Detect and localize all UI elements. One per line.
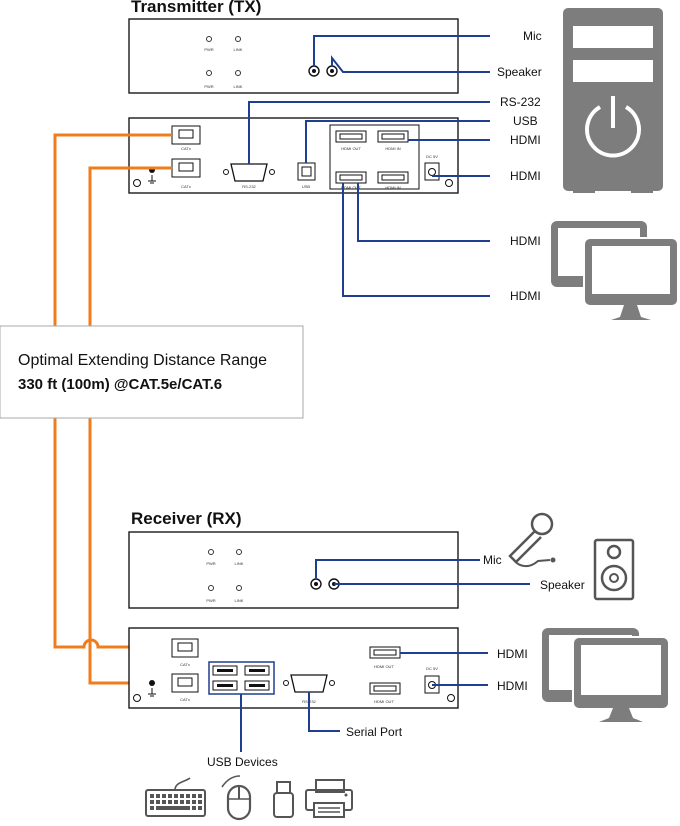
svg-text:DC 5V: DC 5V bbox=[426, 154, 438, 159]
rx-front-panel: PWR LINK PWR LINK bbox=[128, 531, 459, 609]
receiver-title: Receiver (RX) bbox=[131, 509, 242, 528]
speaker-icon bbox=[593, 538, 635, 601]
svg-text:CATx: CATx bbox=[180, 662, 190, 667]
tx-mic-label: Mic bbox=[523, 29, 542, 43]
tx-hdmi-label-1: HDMI bbox=[510, 133, 541, 147]
svg-text:HDMI OUT: HDMI OUT bbox=[341, 185, 361, 190]
rx-usb-ports bbox=[208, 661, 275, 695]
dual-monitor-icon bbox=[551, 221, 679, 320]
rx-catx-port-1: CATx bbox=[171, 638, 199, 667]
rx-led-label: LINK bbox=[235, 561, 244, 566]
rx-speaker-label: Speaker bbox=[540, 578, 585, 592]
svg-text:HDMI OUT: HDMI OUT bbox=[374, 664, 394, 669]
pc-tower-icon bbox=[563, 8, 663, 193]
tx-hdmi-out-port-1: HDMI OUT bbox=[335, 130, 367, 151]
rx-dc-port: DC 5V bbox=[424, 666, 440, 694]
rx-hdmi-out-port-2: HDMI OUT bbox=[369, 682, 401, 704]
tx-rs232-label: RS-232 bbox=[500, 95, 541, 109]
rx-mic-label: Mic bbox=[483, 553, 502, 567]
tx-hdmi-in-port-1: HDMI IN bbox=[377, 130, 409, 151]
tx-signal-lines bbox=[248, 35, 490, 297]
keyboard-icon bbox=[145, 777, 206, 817]
microphone-icon bbox=[508, 512, 556, 568]
svg-text:RS-232: RS-232 bbox=[242, 184, 256, 189]
rx-led-label: LINK bbox=[235, 598, 244, 603]
transmitter-title: Transmitter (TX) bbox=[131, 0, 261, 16]
ground-icon bbox=[148, 680, 156, 697]
tx-rs232-port: RS-232 bbox=[223, 163, 275, 189]
rx-rear-panel: CATx CATx RS-232 bbox=[128, 627, 459, 709]
printer-icon bbox=[305, 779, 353, 818]
tx-speaker-label: Speaker bbox=[497, 65, 542, 79]
rx-hdmi-label-1: HDMI bbox=[497, 647, 528, 661]
rx-led-label: PWR bbox=[206, 598, 215, 603]
rx-usb-devices-label: USB Devices bbox=[207, 755, 278, 769]
rx-catx-port-2: CATx bbox=[171, 673, 199, 702]
distance-callout: Optimal Extending Distance Range 330 ft … bbox=[0, 325, 304, 419]
tx-led-label: LINK bbox=[234, 84, 243, 89]
usb-drive-icon bbox=[273, 781, 294, 818]
svg-text:HDMI OUT: HDMI OUT bbox=[374, 699, 394, 704]
svg-text:HDMI OUT: HDMI OUT bbox=[341, 146, 361, 151]
dual-monitor-icon bbox=[542, 628, 670, 722]
tx-led-label: LINK bbox=[234, 47, 243, 52]
rx-serial-label: Serial Port bbox=[346, 725, 403, 739]
svg-text:CATx: CATx bbox=[180, 697, 190, 702]
svg-text:CATx: CATx bbox=[181, 146, 191, 151]
tx-hdmi-in-port-2: HDMI IN bbox=[377, 171, 409, 190]
distance-value: 330 ft (100m) @CAT.5e/CAT.6 bbox=[18, 376, 222, 393]
distance-label: Optimal Extending Distance Range bbox=[18, 352, 267, 369]
tx-hdmi-label-3: HDMI bbox=[510, 234, 541, 248]
svg-text:CATx: CATx bbox=[181, 184, 191, 189]
tx-hdmi-out-port-2: HDMI OUT bbox=[335, 171, 367, 190]
svg-text:HDMI IN: HDMI IN bbox=[385, 146, 400, 151]
tx-led-label: PWR bbox=[204, 47, 213, 52]
tx-led-label: PWR bbox=[204, 84, 213, 89]
tx-usb-label: USB bbox=[513, 114, 538, 128]
rx-led-label: PWR bbox=[206, 561, 215, 566]
rx-signal-lines bbox=[240, 559, 530, 752]
svg-text:USB: USB bbox=[302, 184, 311, 189]
svg-text:HDMI IN: HDMI IN bbox=[385, 185, 400, 190]
tx-rear-panel: CATx CATx RS-232 USB HDMI OUT bbox=[128, 117, 459, 194]
rx-hdmi-label-2: HDMI bbox=[497, 679, 528, 693]
tx-front-panel: PWR LINK PWR LINK bbox=[128, 18, 459, 94]
svg-text:DC 5V: DC 5V bbox=[426, 666, 438, 671]
tx-usb-port: USB bbox=[297, 162, 316, 189]
mouse-icon bbox=[221, 775, 252, 821]
tx-hdmi-label-2: HDMI bbox=[510, 169, 541, 183]
tx-hdmi-label-4: HDMI bbox=[510, 289, 541, 303]
